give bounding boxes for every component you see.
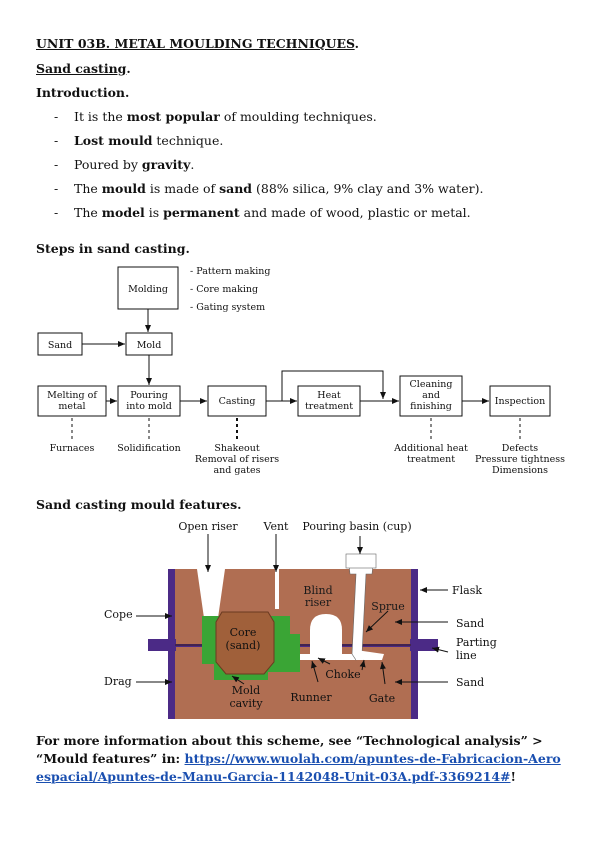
section-title: Sand casting. (36, 61, 131, 76)
core-label: Core (230, 626, 257, 639)
mould-cross-section-diagram: Open riser Vent Pouring basin (cup) Flas… (104, 520, 497, 719)
cleaning-label: Cleaning (410, 379, 453, 390)
vent (275, 569, 279, 609)
bullet-item: -It is the most popular of moulding tech… (54, 109, 377, 124)
molding-note: - Gating system (190, 302, 265, 313)
sub-label: Additional heat (393, 443, 468, 454)
mold-cavity-label: cavity (229, 697, 263, 710)
blind-riser (310, 614, 342, 654)
bullet-item: -The model is permanent and made of wood… (54, 205, 471, 220)
flask-label: Flask (452, 584, 482, 597)
sub-label: Dimensions (492, 465, 548, 476)
parting-bar-left (148, 639, 176, 651)
sub-label: and gates (214, 465, 261, 476)
steps-heading: Steps in sand casting. (36, 241, 190, 256)
runner-label: Runner (290, 691, 332, 704)
molding-box (117, 266, 179, 310)
sub-label: Pressure tightness (475, 454, 565, 465)
inspection-box (489, 385, 551, 417)
molding-note: - Core making (190, 284, 258, 295)
molding-note: - Pattern making (190, 266, 270, 277)
open-riser-label: Open riser (178, 520, 238, 533)
gate-label: Gate (369, 692, 395, 705)
blind-riser-label: riser (305, 596, 332, 609)
cleaning-box (399, 375, 463, 417)
parting-line-label: Parting (456, 636, 497, 649)
open-riser (197, 569, 225, 618)
footer-paragraph: For more information about this scheme, … (36, 733, 561, 784)
pouring-cup (345, 553, 377, 569)
inspection-label: Inspection (495, 396, 545, 407)
sub-label: Removal of risers (195, 454, 279, 465)
pouring-label: into mold (126, 401, 172, 412)
intro-bullet-list: -It is the most popular of moulding tech… (40, 108, 580, 228)
core (215, 611, 275, 675)
pouring-basin-label: Pouring basin (cup) (302, 520, 411, 533)
blind-riser-label: Blind (303, 584, 332, 597)
sprue-label: Sprue (371, 600, 404, 613)
sub-label: Solidification (117, 443, 180, 454)
choke-label: Choke (325, 668, 360, 681)
heat-label: treatment (305, 401, 353, 412)
cope-label: Cope (104, 608, 133, 621)
core-label: (sand) (226, 639, 261, 652)
pouring-label: Pouring (130, 390, 168, 401)
bypass-arrow (281, 370, 386, 401)
bullet-item: -Lost mould technique. (54, 133, 224, 148)
heat-label: Heat (317, 390, 341, 401)
bullet-item: -Poured by gravity. (54, 157, 195, 172)
melting-label: metal (58, 401, 85, 412)
casting-box (207, 385, 267, 417)
features-heading: Sand casting mould features. (36, 497, 242, 512)
gate (356, 650, 384, 660)
source-link[interactable]: https://www.wuolah.com/apuntes-de-Fabric… (36, 751, 561, 784)
parting-line-label: line (456, 649, 477, 662)
sub-label: Defects (502, 443, 539, 454)
drag-label: Drag (104, 675, 132, 688)
runner (300, 654, 360, 660)
mold-label: Mold (137, 340, 162, 351)
molding-label: Molding (128, 284, 168, 295)
intro-heading: Introduction. (36, 85, 130, 100)
sub-label: Furnaces (50, 443, 95, 454)
sand-label: Sand (48, 340, 72, 351)
sub-label: Shakeout (214, 443, 260, 454)
sand-label-top: Sand (456, 617, 484, 630)
sub-label: treatment (407, 454, 455, 465)
casting-label: Casting (219, 396, 256, 407)
vent-label: Vent (263, 520, 290, 533)
sand-casting-flow-diagram: Molding - Pattern making - Core making -… (37, 266, 565, 476)
mold-cavity-label: Mold (232, 684, 260, 697)
heat-treatment-box (297, 385, 361, 417)
cleaning-label: finishing (410, 401, 452, 412)
sand-label-bottom: Sand (456, 676, 484, 689)
unit-title: UNIT 03B. METAL MOULDING TECHNIQUES. (36, 36, 359, 51)
melting-label: Melting of (47, 390, 98, 401)
bullet-item: -The mould is made of sand (88% silica, … (54, 181, 484, 196)
cleaning-label: and (422, 390, 440, 401)
parting-bar-right (410, 639, 438, 651)
